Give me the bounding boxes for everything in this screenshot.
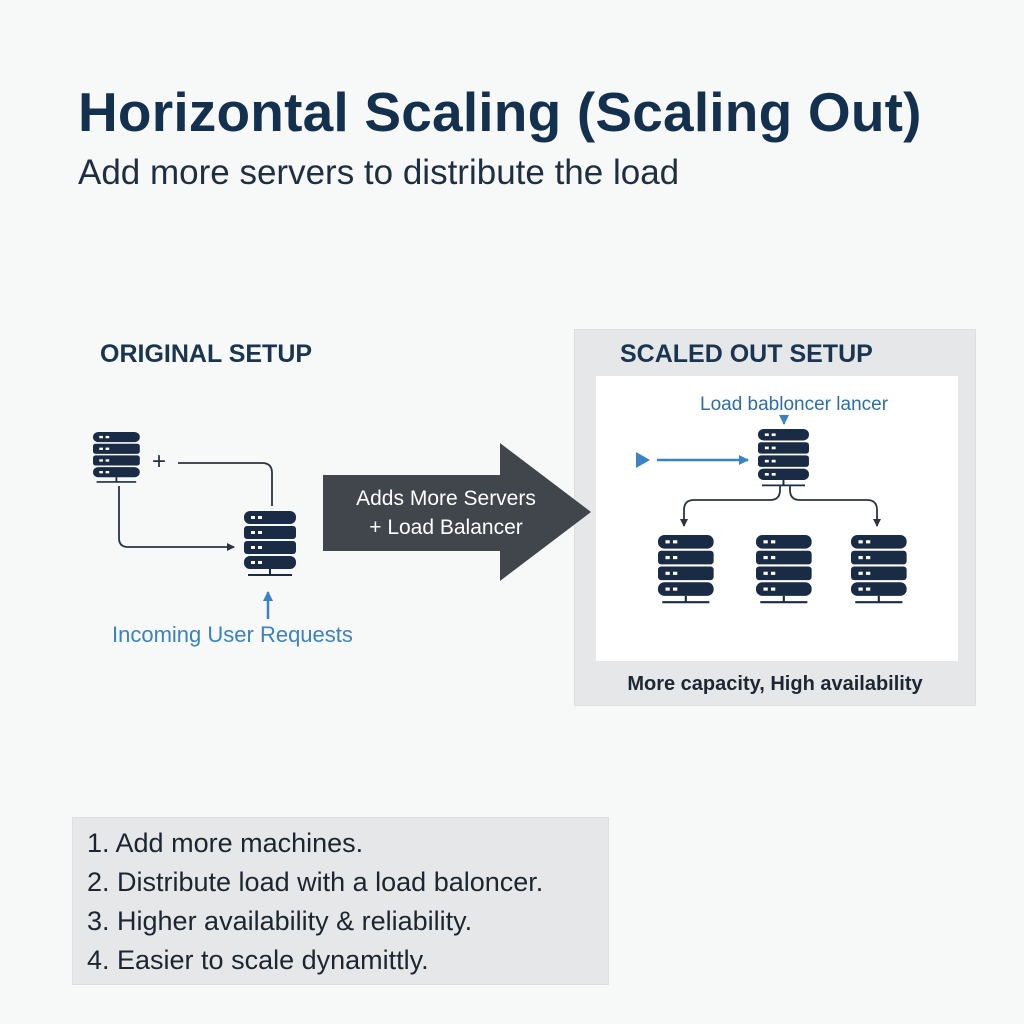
transition-line-1: Adds More Servers	[356, 487, 536, 510]
connector-arrow	[680, 485, 781, 527]
arrow-icon	[323, 443, 591, 581]
list-item: 3. Higher availability & reliability.	[87, 906, 473, 936]
server-icon	[757, 428, 810, 487]
page-subtitle: Add more servers to distribute the load	[78, 153, 680, 192]
list-item: 4. Easier to scale dynamittly.	[87, 945, 429, 975]
plus-sign: +	[152, 448, 167, 475]
scaled-diagram-area	[596, 376, 958, 661]
page-title: Horizontal Scaling (Scaling Out)	[78, 81, 922, 143]
incoming-requests-label: Incoming User Requests	[112, 622, 353, 647]
connector-line	[178, 462, 273, 506]
server-icon	[243, 510, 297, 576]
arrow-icon	[636, 452, 650, 468]
transition-line-2: + Load Balancer	[369, 516, 523, 539]
scaled-setup-label: SCALED OUT SETUP	[620, 340, 873, 368]
key-points-box: 1. Add more machines. 2. Distribute load…	[72, 817, 609, 985]
connector-arrow	[118, 486, 235, 551]
server-icon	[849, 533, 908, 604]
load-balancer-label: Load babloncer lancer	[700, 394, 889, 415]
server-icon	[656, 533, 715, 604]
original-setup-label: ORIGINAL SETUP	[100, 340, 313, 368]
server-icon	[92, 431, 141, 483]
server-icon	[754, 533, 813, 604]
list-item: 2. Distribute load with a load baloncer.	[87, 867, 544, 897]
list-item: 1. Add more machines.	[87, 828, 364, 858]
transition-label: Adds More Servers + Load Balancer	[326, 484, 566, 542]
connector-arrow	[789, 485, 881, 527]
scaled-caption: More capacity, High availability	[627, 673, 923, 695]
